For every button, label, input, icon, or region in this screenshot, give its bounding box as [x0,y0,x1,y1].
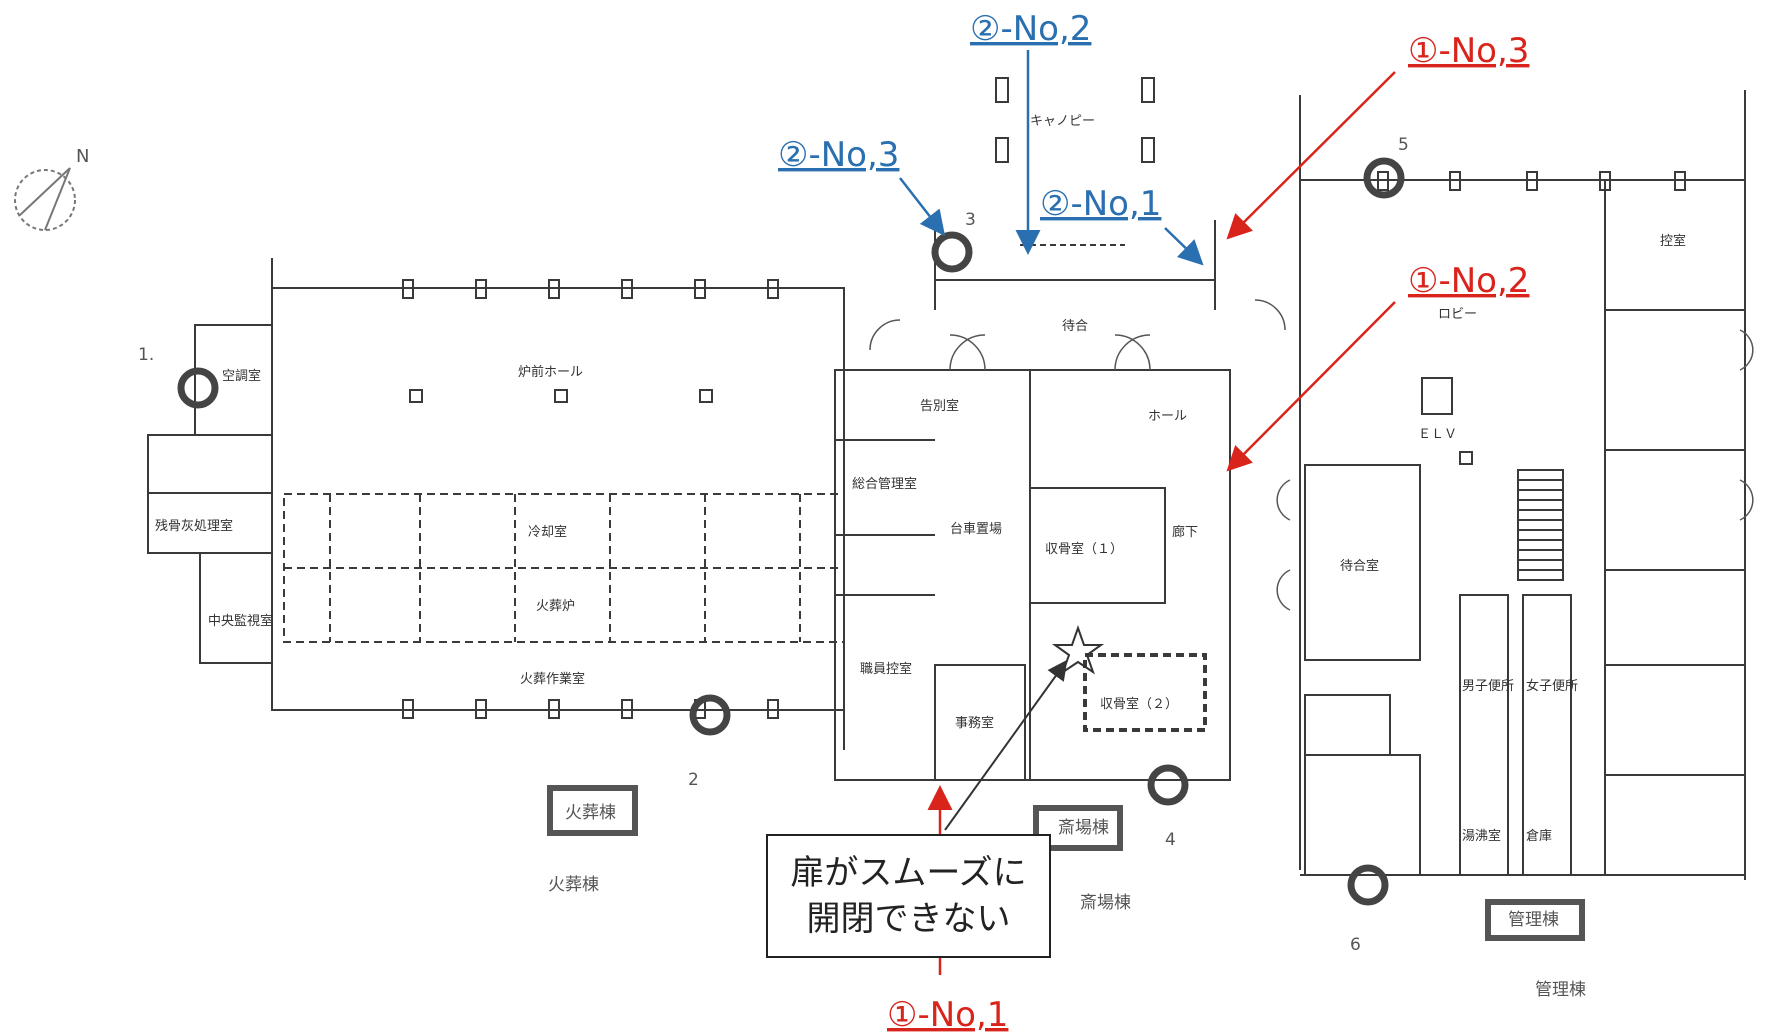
room-label-elv: ＥＬＶ [1418,427,1457,442]
mark-5: 5 [1398,135,1409,155]
room-labels: キャノピー 炉前ホール 冷却室 火葬炉 火葬作業室 残骨灰処理室 中央監視室 空… [155,114,1686,844]
room-label-office: 事務室 [955,715,994,731]
room-label-corridor: 廊下 [1172,524,1198,540]
room-label-misc1: 空調室 [222,368,261,384]
room-label-men-wc: 男子便所 [1462,679,1514,694]
label-kanri: 管理棟 [1535,980,1586,1000]
room-label-furnace-hall: 炉前ホール [518,364,583,380]
room-label-room: 控室 [1660,233,1686,249]
annotation-blue-no1: ②-No,1 [1040,184,1161,224]
room-label-furnace: 火葬炉 [536,599,575,614]
doors [869,299,1754,611]
room-label-hall: ホール [1148,409,1187,424]
room-label-waiting: 待合 [1062,319,1088,334]
annotation-blue-no2: ②-No,2 [970,9,1091,49]
room-label-waiting2: 待合室 [1340,558,1379,574]
label-saijo: 斎場棟 [1080,893,1131,913]
mark-3: 3 [965,210,976,230]
compass-north-label: N [76,146,89,167]
building-walls [147,77,1746,880]
annotation-red-no1: ①-No,1 [887,995,1008,1035]
mark-6: 6 [1350,935,1361,955]
star-icon [1051,624,1105,675]
room-label-storage: 倉庫 [1526,829,1552,844]
room-label-lobby: ロビー [1438,307,1477,322]
room-label-women-wc: 女子便所 [1526,678,1578,694]
room-label-central-monitor: 中央監視室 [208,613,273,629]
red-annotations: ①-No,3 ①-No,2 ①-No,1 [887,31,1529,1035]
room-label-cremation-work: 火葬作業室 [520,671,585,687]
room-label-collect2: 収骨室（２） [1100,696,1178,712]
blue-annotations: ②-No,2 ②-No,3 ②-No,1 [778,9,1204,266]
room-label-kitchen: 湯沸室 [1462,828,1501,844]
label-kasou-boxed: 火葬棟 [565,803,616,823]
room-label-collect1: 収骨室（１） [1045,541,1123,557]
callout-box: 扉がスムーズに 開閉できない [766,834,1051,958]
annotation-red-no2: ①-No,2 [1408,261,1529,301]
label-kanri-boxed: 管理棟 [1508,910,1559,930]
room-label-ash-room: 残骨灰処理室 [155,518,233,534]
room-label-staff: 職員控室 [860,661,912,677]
room-label-cooling-room: 冷却室 [528,524,567,540]
handwritten-marks: 1. 2 3 4 5 6 火葬棟 火葬棟 斎場棟 斎場棟 管理棟 管理棟 [138,135,1586,1000]
room-label-cart-storage: 台車置場 [950,522,1002,537]
room-label-handling: 総合管理室 [852,476,917,492]
label-kasou: 火葬棟 [548,875,599,895]
callout-arrow [944,659,1068,831]
compass-icon: N [14,146,89,231]
room-label-canopy: キャノピー [1030,114,1095,129]
mark-4: 4 [1165,830,1176,850]
label-saijo-boxed: 斎場棟 [1058,818,1109,838]
mark-2: 2 [688,770,699,790]
annotation-red-no3: ①-No,3 [1408,31,1529,71]
annotation-blue-no3: ②-No,3 [778,135,899,175]
mark-1: 1. [138,345,154,365]
room-label-farewell: 告別室 [920,398,959,414]
